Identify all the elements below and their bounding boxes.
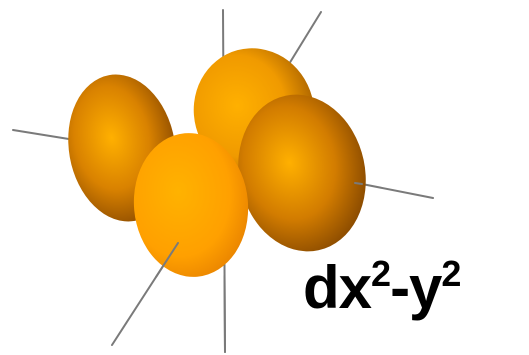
z-axis-front-segment bbox=[225, 276, 226, 352]
x-axis-front-segment bbox=[355, 183, 362, 184]
label-separator: -y bbox=[390, 254, 441, 321]
x-axis-right-line bbox=[362, 184, 433, 198]
label-y-power: 2 bbox=[441, 253, 460, 294]
x-axis-left-line bbox=[13, 130, 75, 140]
label-prefix: dx bbox=[303, 254, 371, 321]
orbital-lobes bbox=[57, 35, 380, 282]
label-x-power: 2 bbox=[371, 253, 390, 294]
orbital-label: dx2-y2 bbox=[303, 258, 460, 318]
